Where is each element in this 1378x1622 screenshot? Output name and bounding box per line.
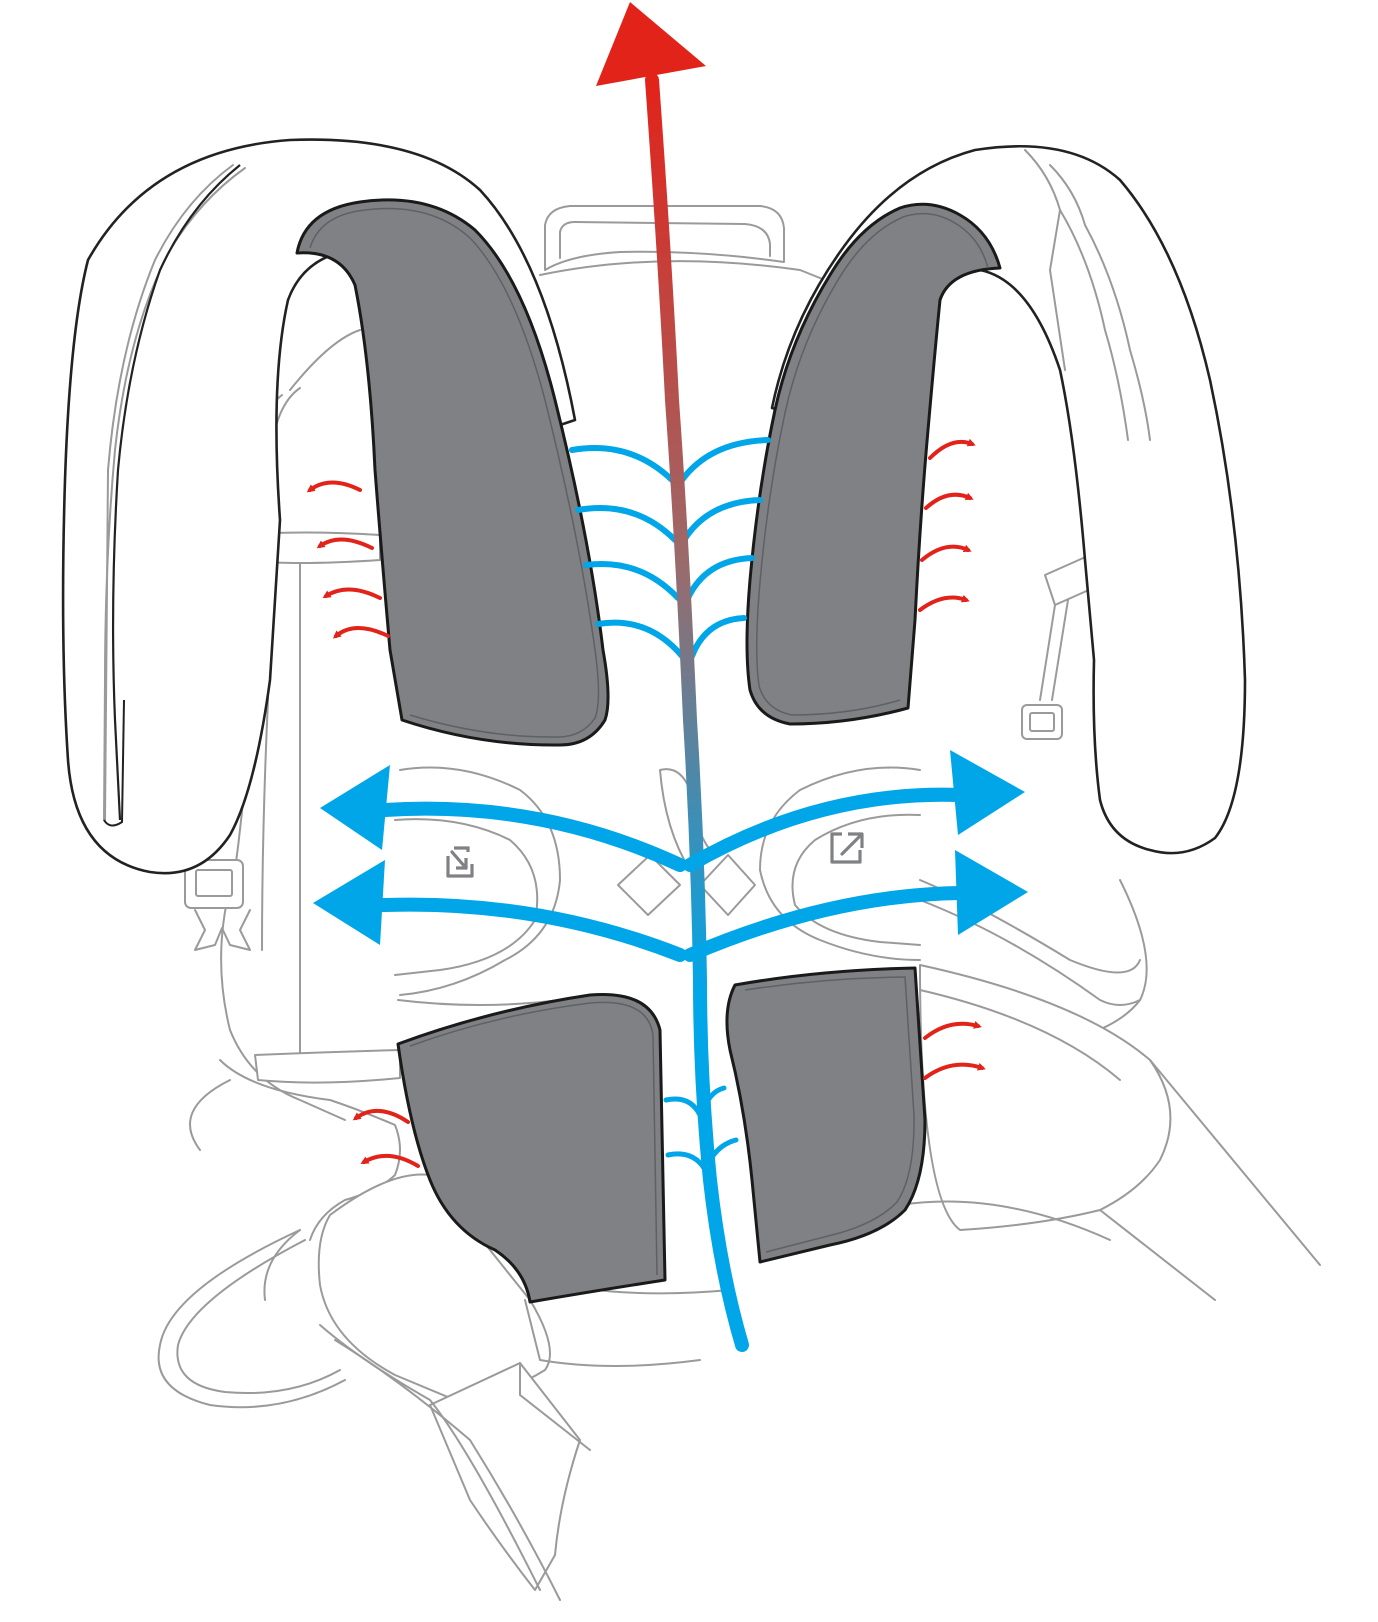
right-shoulder-strap xyxy=(770,144,1247,855)
upper-left-mesh-pad xyxy=(295,198,610,747)
heat-vent-arrows-left xyxy=(306,480,420,1168)
lateral-arrowheads xyxy=(313,750,1028,945)
exit-arrow-icon xyxy=(830,832,864,864)
airflow-channel xyxy=(569,73,771,1352)
lateral-airflow-arrows xyxy=(353,787,967,962)
warm-air-exhaust-arrow xyxy=(596,2,706,86)
lower-right-mesh-pad xyxy=(725,966,927,1264)
left-shoulder-strap xyxy=(61,138,577,875)
pack-body xyxy=(157,205,1321,1601)
upper-right-mesh-pad xyxy=(745,202,1002,726)
enter-arrow-icon xyxy=(446,846,474,878)
heat-vent-arrows-right xyxy=(918,438,986,1080)
lower-left-mesh-pad xyxy=(396,992,667,1304)
